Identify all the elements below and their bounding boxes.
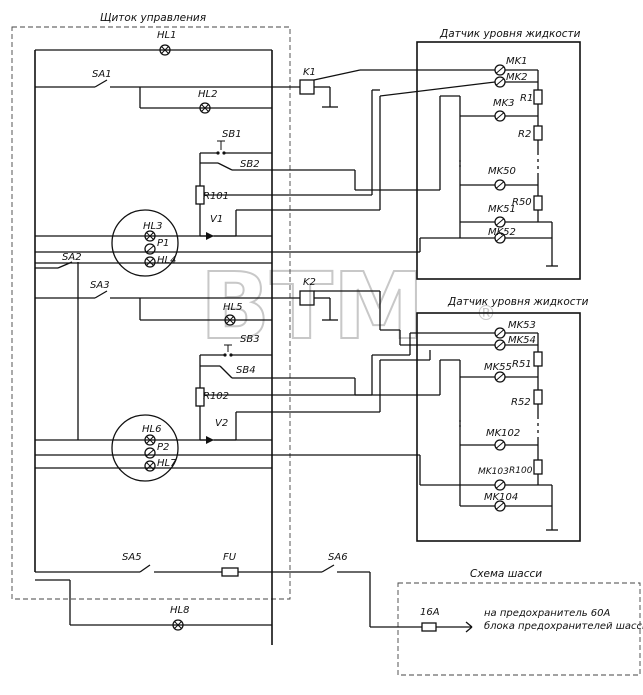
sensor-upper-title: Датчик уровня жидкости [439, 28, 581, 40]
chassis-frame: Схема шасси [397, 568, 641, 676]
relay-k1: K1 [299, 67, 495, 108]
contact-mk102-label: MK102 [486, 428, 520, 439]
contact-mk3-label: MK3 [493, 98, 515, 109]
diode-v1-label: V1 [210, 214, 223, 225]
lower-contacts: MK53 MK54 MK55 MK102 MK103 MK104 R51 R52… [478, 320, 536, 512]
switch-sa2: SA2 [35, 252, 82, 440]
chassis-title: Схема шасси [470, 568, 542, 580]
lamp-hl5: HL5 [139, 298, 272, 326]
lamp-hl5-label: HL5 [223, 302, 242, 313]
diode-v2-label: V2 [215, 418, 228, 429]
sensor-lower-title: Датчик уровня жидкости [447, 296, 589, 308]
contact-mk53-label: MK53 [508, 320, 536, 331]
button-sb2: SB2 [200, 159, 356, 190]
contact-mk104-label: MK104 [484, 492, 518, 503]
resistor-r50-label: R50 [512, 197, 532, 208]
chassis-note-line1: на предохранитель 60А [484, 608, 611, 619]
relay-k2: K2 [299, 277, 381, 330]
lamp-hl7-label: HL7 [157, 458, 177, 469]
contact-mk52-label: MK52 [488, 227, 516, 238]
main-buses [34, 49, 273, 645]
switch-sa3: SA3 [35, 280, 300, 299]
lamp-hl6-label: HL6 [142, 424, 161, 435]
control-panel-title: Щиток управления [100, 12, 206, 24]
button-sb3-label: SB3 [240, 334, 260, 345]
switch-sa6-label: SA6 [328, 552, 348, 563]
gauge-p2: HL6 P2 HL7 [35, 414, 420, 482]
switch-sa3-label: SA3 [90, 280, 110, 291]
resistor-r52-label: R52 [511, 397, 531, 408]
lamp-hl4-label: HL4 [157, 255, 176, 266]
lamp-hl2-label: HL2 [198, 89, 217, 100]
contact-mk1-label: MK1 [506, 56, 528, 67]
resistor-r100-label: R100 [509, 466, 533, 476]
lamp-hl1: HL1 [157, 30, 176, 56]
button-sb4: SB4 [200, 365, 356, 395]
switch-sa5-label: SA5 [122, 552, 142, 563]
sensor-lower-frame: Датчик уровня жидкости [416, 296, 589, 542]
lamp-hl2: HL2 [139, 87, 272, 114]
supply-line: SA5 FU SA6 16A на предохранитель 60А бло… [122, 552, 643, 633]
contact-mk50-label: MK50 [488, 166, 516, 177]
fuse-fu-label: FU [223, 552, 237, 563]
button-sb1: SB1 [200, 129, 272, 155]
resistor-r2-label: R2 [518, 129, 531, 140]
resistor-r101: R101 [195, 90, 373, 236]
sensor-upper-frame: Датчик уровня жидкости [416, 28, 581, 280]
lamp-hl8: HL8 [170, 605, 189, 631]
switch-sa1: SA1 [35, 69, 300, 88]
button-sb2-label: SB2 [240, 159, 260, 170]
lamp-hl3-label: HL3 [143, 221, 162, 232]
fuse-16a-label: 16A [420, 607, 440, 618]
upper-contacts: MK1 MK2 MK3 MK50 MK51 MK52 R1 R2 R50 [488, 56, 533, 244]
contact-mk103-label: MK103 [478, 467, 509, 477]
relay-k2-label: K2 [303, 277, 316, 288]
button-sb1-label: SB1 [222, 129, 242, 140]
contact-mk2-label: MK2 [506, 72, 528, 83]
lamp-hl1-label: HL1 [157, 30, 176, 41]
gauge-p1-label: P1 [157, 238, 169, 249]
button-sb4-label: SB4 [236, 365, 256, 376]
contact-mk54-label: MK54 [508, 335, 536, 346]
watermark-text: BTM [200, 253, 424, 360]
resistor-r51-label: R51 [512, 359, 532, 370]
button-sb3: SB3 [200, 334, 272, 357]
diode-v2: V2 [200, 412, 237, 444]
resistor-r1-label: R1 [520, 93, 533, 104]
control-panel-frame: Щиток управления [11, 12, 291, 600]
lamp-hl8-label: HL8 [170, 605, 189, 616]
resistor-r102: R102 [195, 355, 373, 440]
gauge-p2-label: P2 [157, 442, 169, 453]
chassis-note-line2: блока предохранителей шасси [484, 620, 643, 632]
sensor-upper-internals [355, 69, 558, 267]
relay-k1-label: K1 [303, 67, 316, 78]
resistor-r101-label: R101 [203, 191, 229, 202]
contact-mk55-label: MK55 [484, 362, 512, 373]
switch-sa1-label: SA1 [92, 69, 112, 80]
contact-mk51-label: MK51 [488, 204, 516, 215]
sensor-lower-internals [355, 329, 558, 531]
gauge-p1: HL3 P1 HL4 [35, 209, 420, 277]
resistor-r102-label: R102 [203, 391, 229, 402]
watermark: BTM ® [199, 252, 496, 361]
switch-sa2-label: SA2 [62, 252, 82, 263]
